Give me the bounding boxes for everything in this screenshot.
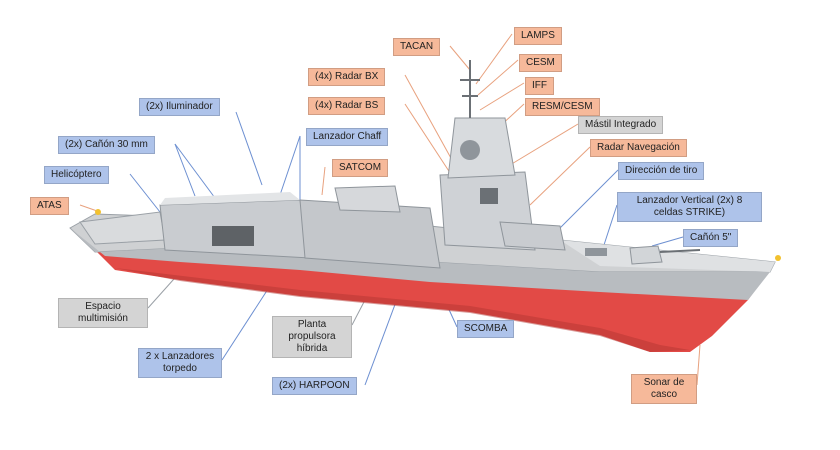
bow-deck <box>560 240 775 272</box>
leader-line <box>449 45 471 71</box>
mast-upper <box>447 117 516 179</box>
bridge-block <box>499 221 566 251</box>
gun-turret <box>629 245 663 265</box>
label-canon30: (2x) Cañón 30 mm <box>58 136 155 154</box>
label-espacio: Espacio multimisión <box>58 298 148 328</box>
label-lamps: LAMPS <box>514 27 562 45</box>
hangar-top <box>160 192 300 205</box>
label-canon5: Cañón 5" <box>683 229 739 247</box>
label-scomba: SCOMBA <box>457 320 515 338</box>
label-direccion-tiro: Dirección de tiro <box>618 162 705 180</box>
leader-line <box>477 59 519 96</box>
bow-flag <box>775 255 781 261</box>
label-sonar: Sonar de casco <box>631 374 697 404</box>
leader-line <box>696 344 701 386</box>
lower-hull-shade <box>115 268 690 352</box>
leader-line <box>602 204 618 249</box>
leader-line <box>351 299 366 326</box>
label-satcom: SATCOM <box>332 159 389 177</box>
label-harpoon: (2x) HARPOON <box>272 377 357 395</box>
label-radar-bs: (4x) Radar BS <box>308 97 386 115</box>
satcom-block <box>334 185 401 213</box>
label-torpedo: 2 x Lanzadores torpedo <box>138 348 222 378</box>
label-mastil: Mástil Integrado <box>578 116 664 134</box>
leader-line <box>174 143 216 199</box>
leader-line <box>651 236 684 247</box>
leader-line <box>479 82 525 111</box>
label-cesm: CESM <box>519 54 562 72</box>
leader-line <box>559 169 619 229</box>
leader-line <box>129 173 161 213</box>
label-lanzador-vertical: Lanzador Vertical (2x) 8 celdas STRIKE) <box>617 192 762 222</box>
mast-panel <box>480 188 498 204</box>
label-tacan: TACAN <box>393 38 441 56</box>
leader-line <box>475 33 513 85</box>
label-planta: Planta propulsora híbrida <box>272 316 352 358</box>
label-resm-cesm: RESM/CESM <box>525 98 600 116</box>
leader-line <box>235 111 263 186</box>
leader-line <box>174 143 196 197</box>
label-atas: ATAS <box>30 197 69 215</box>
leader-line <box>404 74 453 161</box>
leader-line <box>529 146 591 206</box>
gun-barrel <box>659 249 701 253</box>
mast-radome <box>460 140 480 160</box>
label-chaff: Lanzador Chaff <box>306 128 389 146</box>
leader-line <box>509 123 579 166</box>
leader-line <box>279 135 301 196</box>
label-helicoptero: Helicóptero <box>44 166 109 184</box>
label-radar-nav: Radar Navegación <box>590 139 687 157</box>
leader-line <box>321 166 326 196</box>
label-iff: IFF <box>525 77 554 95</box>
hangar-window-1 <box>212 226 254 246</box>
vls-cells <box>585 248 607 256</box>
label-radar-bx: (4x) Radar BX <box>308 68 386 86</box>
label-iluminador: (2x) Iluminador <box>139 98 220 116</box>
stern-flag <box>95 209 101 215</box>
